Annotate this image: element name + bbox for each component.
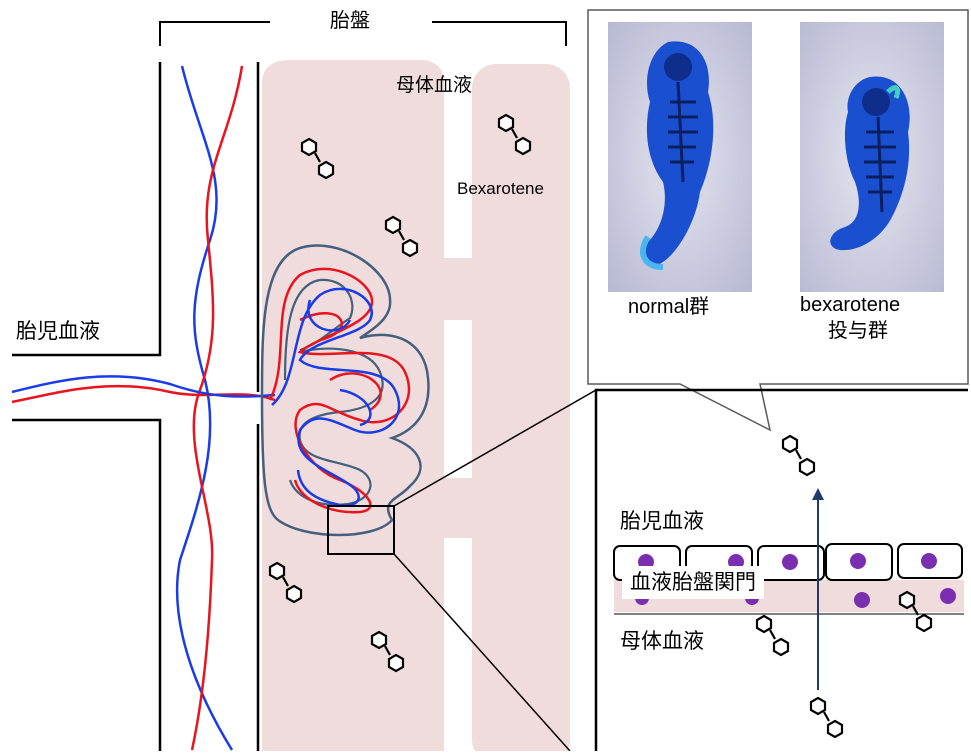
- vessel-wall-upper: [12, 62, 162, 357]
- bexarotene-molecule-icon: [809, 696, 844, 739]
- maternal-blood-label: 母体血液: [396, 75, 473, 96]
- fetal-blood-zoom-label: 胎児血液: [620, 510, 704, 533]
- pool-connector-2: [440, 478, 476, 538]
- zoom-panel: [594, 388, 968, 751]
- bexarotene-group-label-line1: bexarotene: [800, 294, 901, 316]
- maternal-pool-right: [472, 64, 570, 756]
- bexarotene-label: Bexarotene: [457, 179, 544, 198]
- fetal-blood-label: 胎児血液: [16, 320, 100, 343]
- fetal-vein-horizontal: [11, 375, 276, 398]
- arrow-head-icon: [812, 488, 824, 500]
- bexarotene-embryo-photo: [800, 22, 944, 292]
- cell-nucleus: [921, 553, 937, 569]
- villus-outline: [260, 244, 430, 537]
- normal-group-label: normal群: [628, 296, 710, 318]
- zoom-connector-top: [393, 389, 597, 507]
- fetal-vein-vertical: [175, 65, 234, 751]
- cell-nucleus: [940, 588, 956, 604]
- bexarotene-molecule-icon: [755, 614, 790, 657]
- maternal-pool-left: [262, 60, 444, 751]
- zoom-region-box: [327, 505, 395, 555]
- fetal-artery-horizontal: [11, 384, 276, 404]
- capillary-red: [268, 267, 411, 514]
- fetal-artery-vertical: [190, 65, 244, 751]
- pool-connector-1: [440, 258, 476, 320]
- placenta-label: 胎盤: [330, 10, 370, 32]
- cell-nucleus: [782, 554, 798, 570]
- capillary-blue: [271, 287, 401, 507]
- cell-nucleus: [854, 592, 870, 608]
- maternal-blood-zoom-label: 母体血液: [620, 630, 704, 653]
- placenta-bracket: [159, 21, 567, 46]
- bexarotene-group-label-line2: 投与群: [828, 320, 888, 342]
- cell-nucleus: [850, 553, 866, 569]
- normal-embryo-photo: [608, 22, 752, 292]
- zoom-connector-bottom: [393, 553, 571, 752]
- placental-barrier-label: 血液胎盤関門: [622, 566, 764, 600]
- vessel-wall-lower: [12, 418, 162, 751]
- bexarotene-molecule-icon: [781, 434, 816, 477]
